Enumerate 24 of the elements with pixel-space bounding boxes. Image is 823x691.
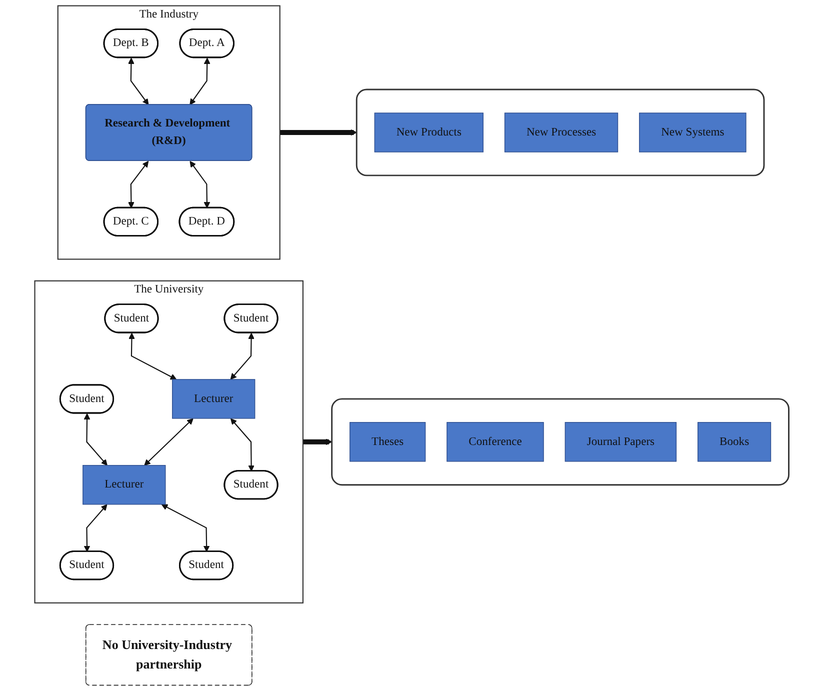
arrow — [189, 58, 210, 105]
cluster — [356, 88, 764, 176]
cluster — [330, 398, 790, 486]
node-box: New Systems — [638, 112, 746, 152]
node-box: Lecturer — [172, 379, 255, 419]
arrow — [128, 58, 148, 105]
arrow — [161, 504, 210, 552]
arrow — [230, 418, 254, 472]
arrow — [230, 332, 254, 380]
node-box: Lecturer — [82, 465, 166, 505]
node-box: Books — [697, 422, 771, 462]
node-box: New Processes — [504, 112, 618, 152]
node-box: New Products — [374, 112, 484, 152]
arrow — [84, 504, 107, 552]
arrow — [302, 438, 332, 446]
node-box: Conference — [446, 422, 544, 462]
arrow — [128, 160, 148, 208]
arrow — [128, 332, 176, 380]
arrow — [189, 160, 210, 208]
arrow — [144, 418, 194, 466]
arrow — [280, 129, 357, 136]
node-box: Theses — [349, 422, 426, 462]
arrow — [84, 413, 108, 466]
node-box: Journal Papers — [564, 422, 676, 462]
